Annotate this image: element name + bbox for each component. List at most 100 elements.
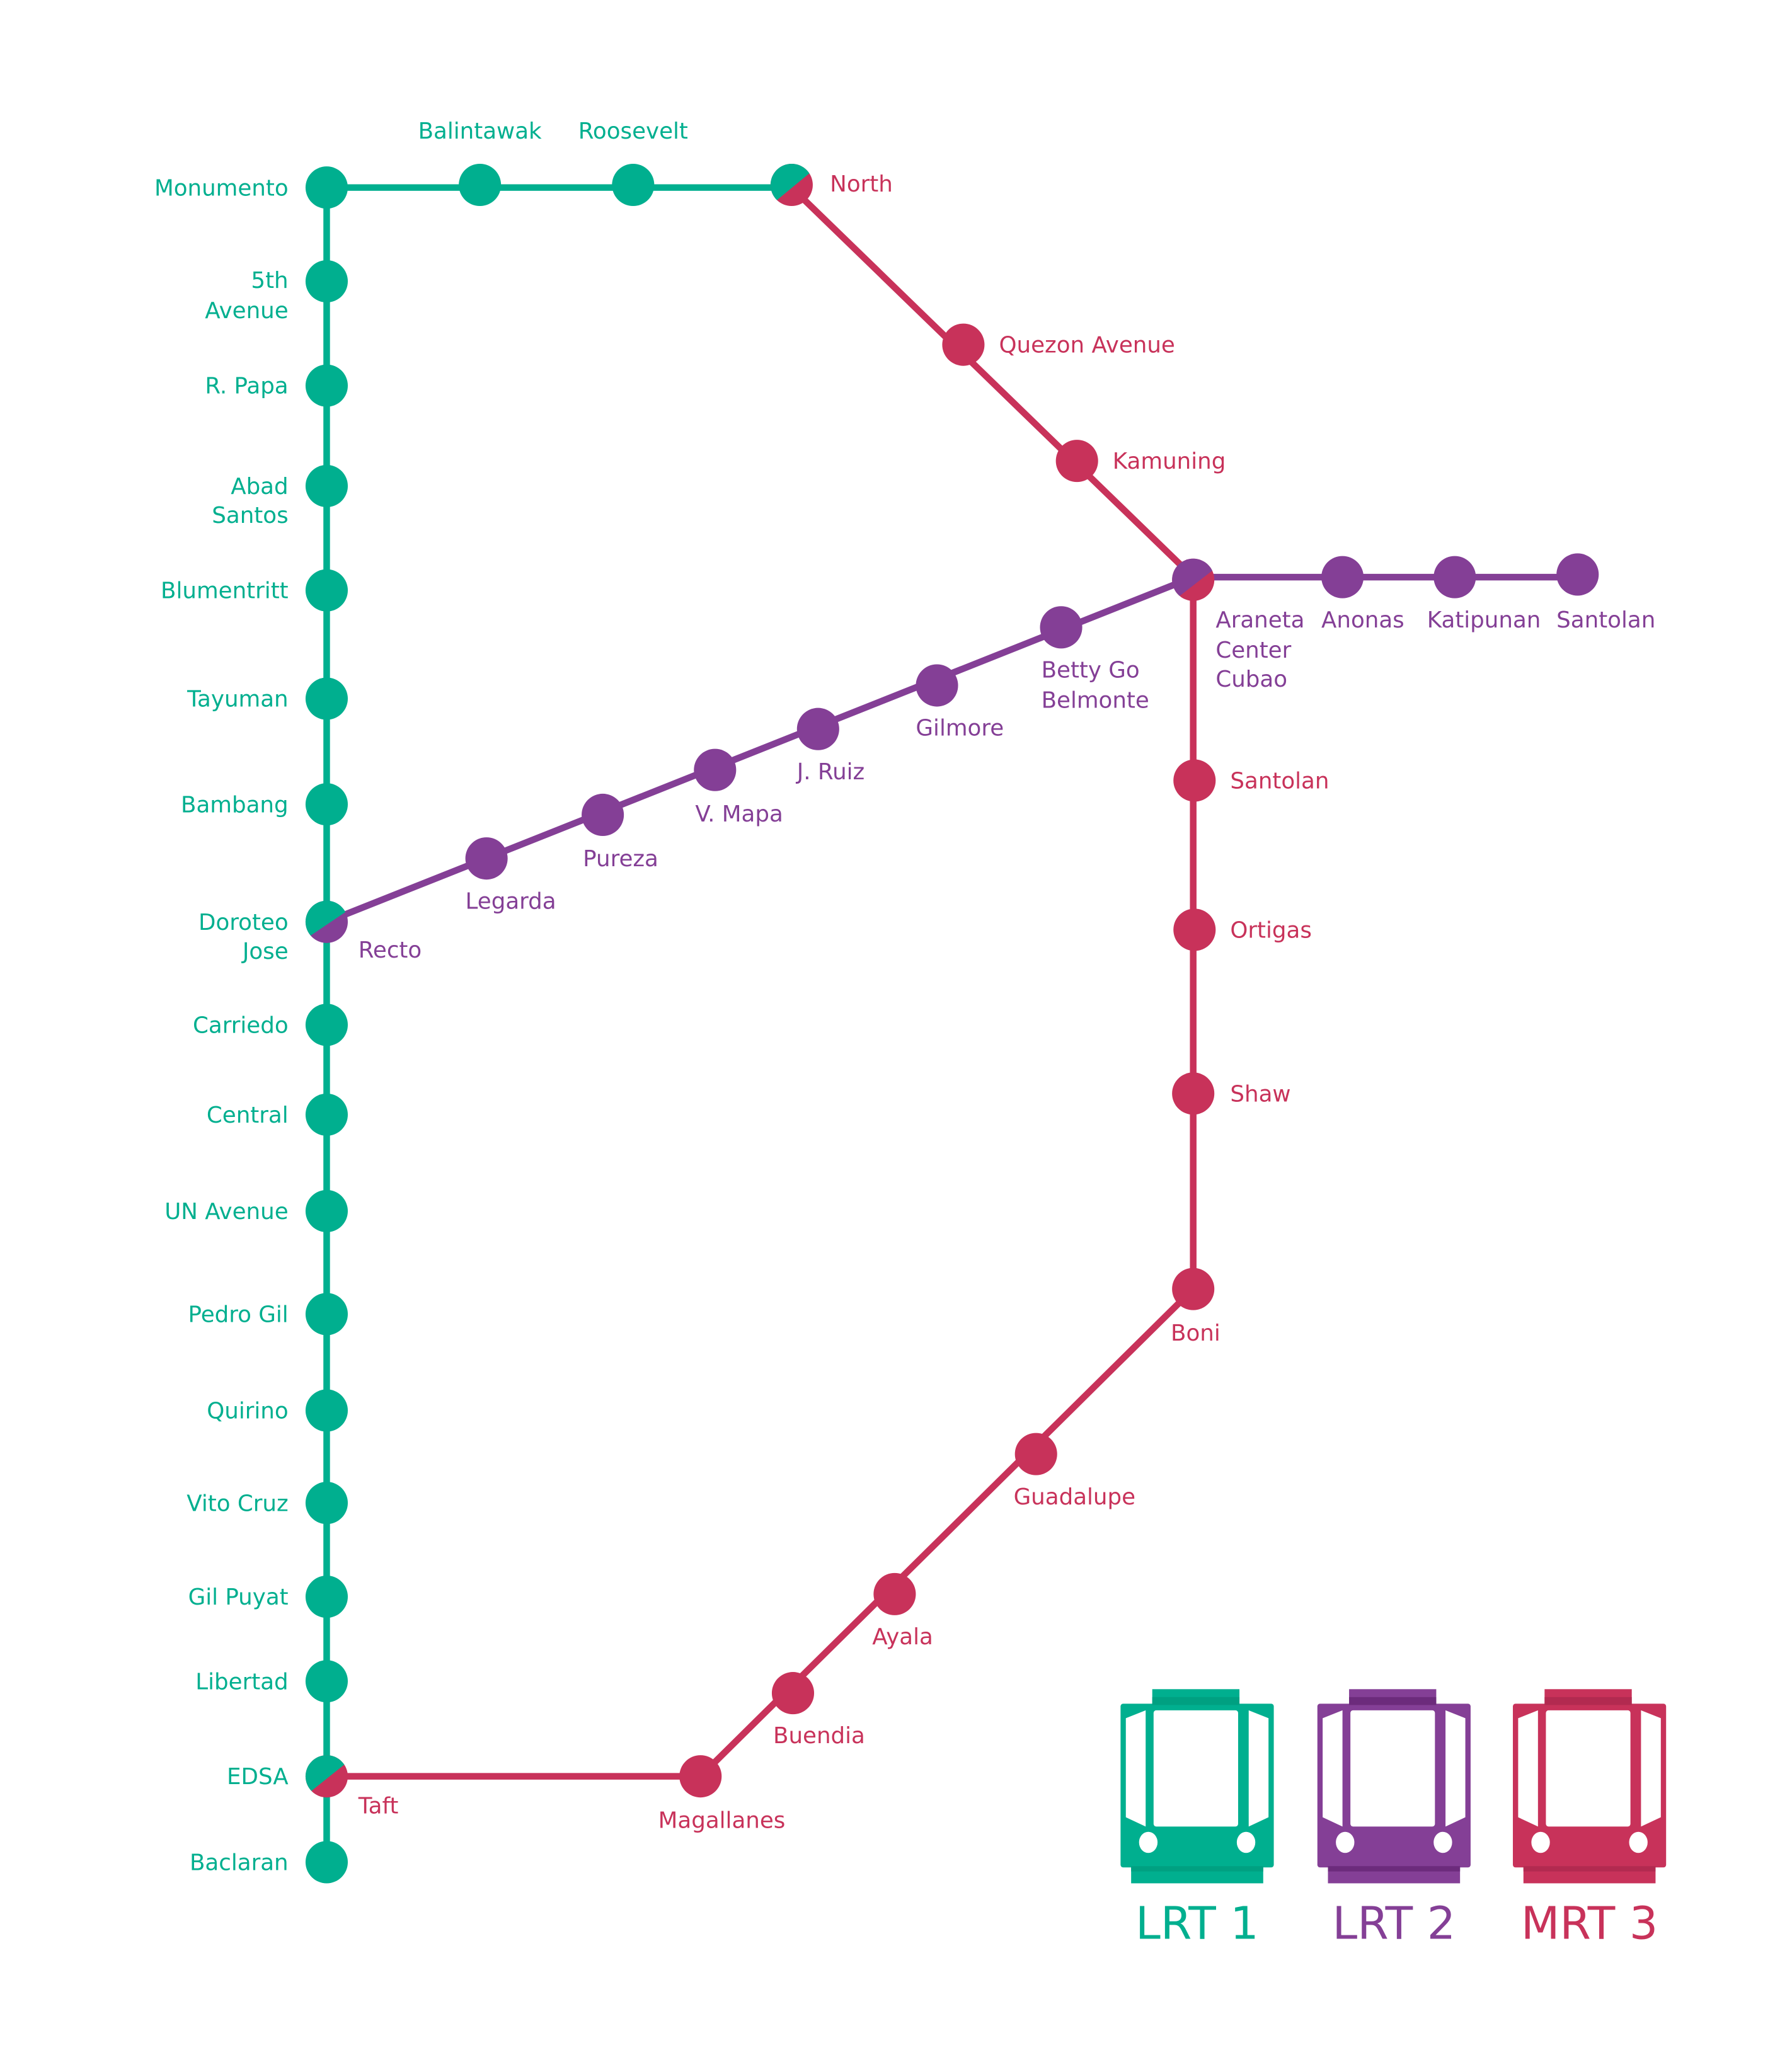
station-gilmore[interactable] xyxy=(916,664,958,707)
label-ortigas: Ortigas xyxy=(1230,917,1312,943)
station-tayuman[interactable] xyxy=(305,677,348,720)
interchange-edsa-taft[interactable] xyxy=(302,1751,355,1804)
interchange-north[interactable] xyxy=(767,159,820,212)
label-recto: Recto xyxy=(359,937,422,963)
train-icon xyxy=(1317,1689,1471,1884)
station-libertad[interactable] xyxy=(305,1660,348,1703)
legend: LRT 1 LRT 2 MRT 3 xyxy=(1120,1689,1667,1950)
station-v-mapa[interactable] xyxy=(694,748,737,791)
label-boni: Boni xyxy=(1171,1320,1221,1346)
station-buendia[interactable] xyxy=(771,1672,815,1715)
label-j-ruiz: J. Ruiz xyxy=(796,759,864,785)
legend-item-mrt3: MRT 3 xyxy=(1513,1689,1667,1950)
label-pureza: Pureza xyxy=(583,846,658,872)
label-legarda: Legarda xyxy=(466,888,556,914)
station-bambang[interactable] xyxy=(305,783,348,826)
station-balintawak[interactable] xyxy=(459,163,502,207)
train-icon xyxy=(1120,1689,1274,1884)
station-un-avenue[interactable] xyxy=(305,1189,348,1232)
label-gilmore: Gilmore xyxy=(916,716,1004,741)
station-gil-puyat[interactable] xyxy=(305,1576,348,1618)
lrt2-labels: Recto Legarda Pureza V. Mapa J. Ruiz Gil… xyxy=(359,607,1656,963)
legend-label-lrt1: LRT 1 xyxy=(1135,1898,1259,1950)
station-ayala[interactable] xyxy=(873,1572,916,1615)
legend-label-mrt3: MRT 3 xyxy=(1521,1898,1658,1950)
station-legarda[interactable] xyxy=(465,837,508,880)
station-anonas[interactable] xyxy=(1321,556,1364,598)
label-monumento: Monumento xyxy=(154,175,289,201)
label-araneta-1: Araneta xyxy=(1215,607,1304,633)
station-carriedo[interactable] xyxy=(305,1004,348,1046)
label-r-papa: R. Papa xyxy=(205,374,288,399)
station-katipunan[interactable] xyxy=(1433,556,1476,598)
station-blumentritt[interactable] xyxy=(305,569,348,612)
label-bambang: Bambang xyxy=(181,792,289,818)
legend-item-lrt1: LRT 1 xyxy=(1120,1689,1274,1950)
mrt3-line xyxy=(326,185,1197,1780)
label-ayala: Ayala xyxy=(872,1624,933,1650)
station-j-ruiz[interactable] xyxy=(796,707,839,750)
station-5th-avenue[interactable] xyxy=(305,260,348,303)
mrt3-labels: North Quezon Avenue Kamuning Santolan Or… xyxy=(358,171,1330,1833)
label-araneta-2: Center xyxy=(1215,638,1291,663)
label-kamuning: Kamuning xyxy=(1113,449,1226,474)
label-magallanes: Magallanes xyxy=(658,1807,786,1833)
station-abad-santos[interactable] xyxy=(305,464,348,508)
station-roosevelt[interactable] xyxy=(612,163,655,207)
lrt1-track xyxy=(323,184,792,1862)
station-shaw[interactable] xyxy=(1172,1072,1215,1115)
station-r-papa[interactable] xyxy=(305,364,348,407)
interchange-doroteo-jose-recto[interactable] xyxy=(302,896,355,949)
legend-item-lrt2: LRT 2 xyxy=(1317,1689,1471,1950)
label-v-mapa: V. Mapa xyxy=(695,801,783,827)
label-santolan-mrt3: Santolan xyxy=(1230,769,1329,794)
lrt2-stations xyxy=(465,553,1599,880)
lrt1-stations xyxy=(305,163,655,1884)
label-un-avenue: UN Avenue xyxy=(164,1199,288,1225)
station-quezon-avenue[interactable] xyxy=(942,323,985,366)
station-central[interactable] xyxy=(305,1093,348,1136)
label-baclaran: Baclaran xyxy=(190,1850,289,1876)
label-vito-cruz: Vito Cruz xyxy=(187,1491,288,1516)
station-boni[interactable] xyxy=(1172,1268,1215,1310)
label-north: North xyxy=(830,171,893,197)
station-kamuning[interactable] xyxy=(1055,440,1098,483)
label-shaw: Shaw xyxy=(1230,1081,1290,1107)
station-quirino[interactable] xyxy=(305,1389,348,1432)
station-santolan-lrt2[interactable] xyxy=(1556,553,1599,596)
label-quirino: Quirino xyxy=(207,1399,288,1424)
lrt1-labels: Monumento Balintawak Roosevelt 5th Avenu… xyxy=(154,118,688,1875)
label-santolan-lrt2: Santolan xyxy=(1556,607,1655,633)
label-anonas: Anonas xyxy=(1321,607,1404,633)
label-abad-santos-2: Santos xyxy=(212,503,288,529)
label-roosevelt: Roosevelt xyxy=(578,118,688,144)
station-vito-cruz[interactable] xyxy=(305,1482,348,1525)
label-5th-avenue-2: Avenue xyxy=(205,298,288,324)
train-icon xyxy=(1513,1689,1667,1884)
legend-label-lrt2: LRT 2 xyxy=(1333,1898,1456,1950)
mrt3-track xyxy=(326,185,1197,1780)
interchange-araneta-cubao[interactable] xyxy=(1168,554,1221,607)
label-5th-avenue-1: 5th xyxy=(251,268,288,294)
label-libertad: Libertad xyxy=(195,1669,288,1695)
station-monumento[interactable] xyxy=(305,166,348,209)
station-pureza[interactable] xyxy=(582,793,624,837)
station-ortigas[interactable] xyxy=(1173,908,1216,951)
station-magallanes[interactable] xyxy=(679,1755,722,1798)
station-guadalupe[interactable] xyxy=(1014,1433,1057,1475)
label-pedro-gil: Pedro Gil xyxy=(188,1302,289,1327)
label-carriedo: Carriedo xyxy=(193,1012,289,1038)
station-betty-go-belmonte[interactable] xyxy=(1040,606,1083,649)
station-baclaran[interactable] xyxy=(305,1841,348,1884)
label-betty-go-1: Betty Go xyxy=(1042,657,1140,683)
label-gil-puyat: Gil Puyat xyxy=(188,1584,289,1610)
label-guadalupe: Guadalupe xyxy=(1014,1484,1135,1510)
station-pedro-gil[interactable] xyxy=(305,1293,348,1336)
label-abad-santos-1: Abad xyxy=(231,474,288,500)
label-doroteo-jose-2: Jose xyxy=(241,939,289,965)
lrt1-line xyxy=(323,184,792,1862)
label-araneta-3: Cubao xyxy=(1215,667,1287,692)
station-santolan-mrt3[interactable] xyxy=(1173,759,1216,802)
label-edsa: EDSA xyxy=(227,1764,289,1790)
